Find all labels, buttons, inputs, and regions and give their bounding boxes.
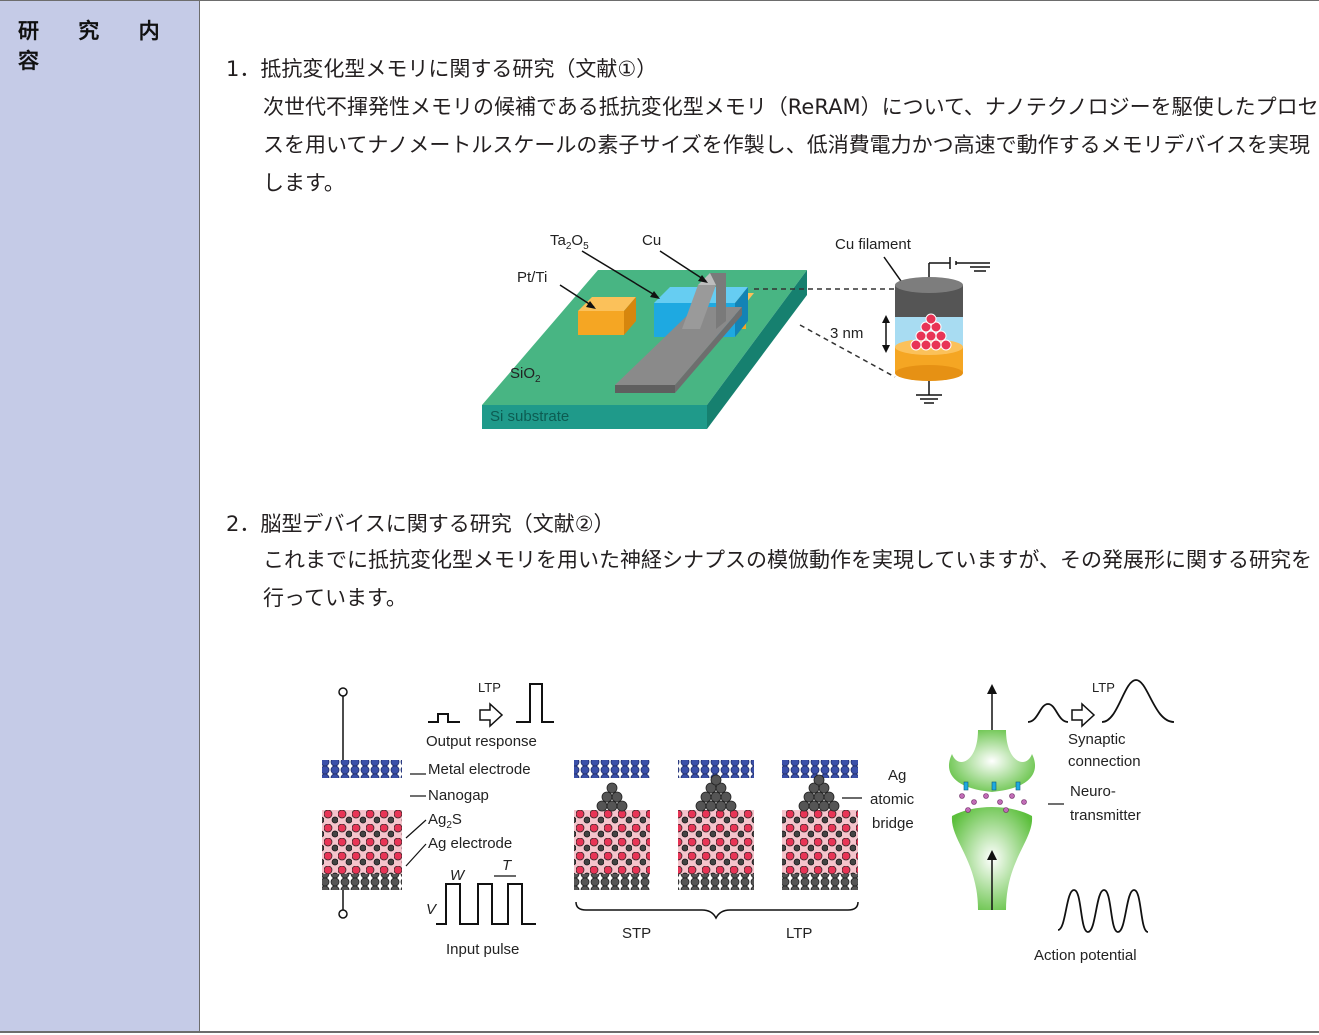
- stp-stage-1: [574, 760, 650, 890]
- bottom-border: [0, 1031, 1319, 1033]
- ag2s-label: Ag2S: [428, 811, 462, 831]
- cu-electrode: [615, 307, 742, 385]
- si-substrate-front: [482, 405, 707, 429]
- t-label: T: [502, 857, 513, 874]
- section1-title: 1．抵抗変化型メモリに関する研究（文献①）: [226, 57, 658, 81]
- bridge-label-1: Ag: [888, 767, 906, 784]
- ag-electrode-label: Ag electrode: [428, 835, 512, 852]
- output-response-label: Output response: [426, 733, 537, 750]
- section1-body: 次世代不揮発性メモリの候補である抵抗変化型メモリ（ReRAM）について、ナノテク…: [263, 95, 1319, 195]
- ltp-top-label: LTP: [478, 680, 501, 695]
- input-pulse-label: Input pulse: [446, 941, 519, 958]
- stp-stage-2: [678, 760, 754, 890]
- sio2-label: SiO2: [510, 365, 541, 385]
- ag2s-left: [322, 810, 402, 874]
- cu-label: Cu: [642, 232, 661, 249]
- w-label: W: [450, 867, 466, 884]
- si-substrate-label: Si substrate: [490, 408, 569, 425]
- cu-filament-label: Cu filament: [835, 236, 912, 253]
- gap-label: 3 nm: [830, 325, 863, 342]
- ltp-stage: [782, 760, 858, 890]
- ag-electrode-left: [322, 874, 402, 890]
- action-potential-wave: [1057, 889, 1149, 933]
- metal-electrode-left: [322, 760, 402, 778]
- metal-electrode-label: Metal electrode: [428, 761, 531, 778]
- presynaptic-terminal: [948, 730, 1036, 792]
- ltp-bottom-label: LTP: [786, 925, 812, 942]
- synaptic-label-2: connection: [1068, 753, 1141, 770]
- neurotransmitter-label-2: transmitter: [1070, 807, 1141, 824]
- section2-body: これまでに抵抗変化型メモリを用いた神経シナプスの模倣動作を実現していますが、その…: [263, 548, 1312, 610]
- si-substrate-side: [707, 270, 807, 429]
- v-label: V: [426, 901, 438, 918]
- sidebar: 研 究 内 容: [0, 1, 200, 1031]
- stp-label: STP: [622, 925, 651, 942]
- ta2o5-label: Ta2O5: [550, 232, 589, 252]
- sidebar-label: 研 究 内 容: [18, 19, 176, 73]
- bridge-label-2: atomic: [870, 791, 915, 808]
- synapse-device-figure: Metal electrode Nanogap Ag2S Ag electrod…: [322, 679, 1175, 964]
- cu-filament-atoms: [910, 313, 952, 351]
- top-border: [0, 0, 1319, 1]
- reram-device-figure: Ta2O5 Cu Pt/Ti SiO2 Si substrate Cu fila…: [482, 232, 990, 429]
- nanogap-label: Nanogap: [428, 787, 489, 804]
- bridge-label-3: bridge: [872, 815, 914, 832]
- neurotransmitter-label-1: Neuro-: [1070, 783, 1116, 800]
- action-potential-label: Action potential: [1034, 947, 1137, 964]
- neurotransmitter-dots: [959, 793, 1027, 813]
- section2-title: 2．脳型デバイスに関する研究（文献②）: [226, 512, 615, 536]
- ltp-right-label: LTP: [1092, 680, 1115, 695]
- pt-ti-label: Pt/Ti: [517, 269, 547, 286]
- synaptic-label-1: Synaptic: [1068, 731, 1126, 748]
